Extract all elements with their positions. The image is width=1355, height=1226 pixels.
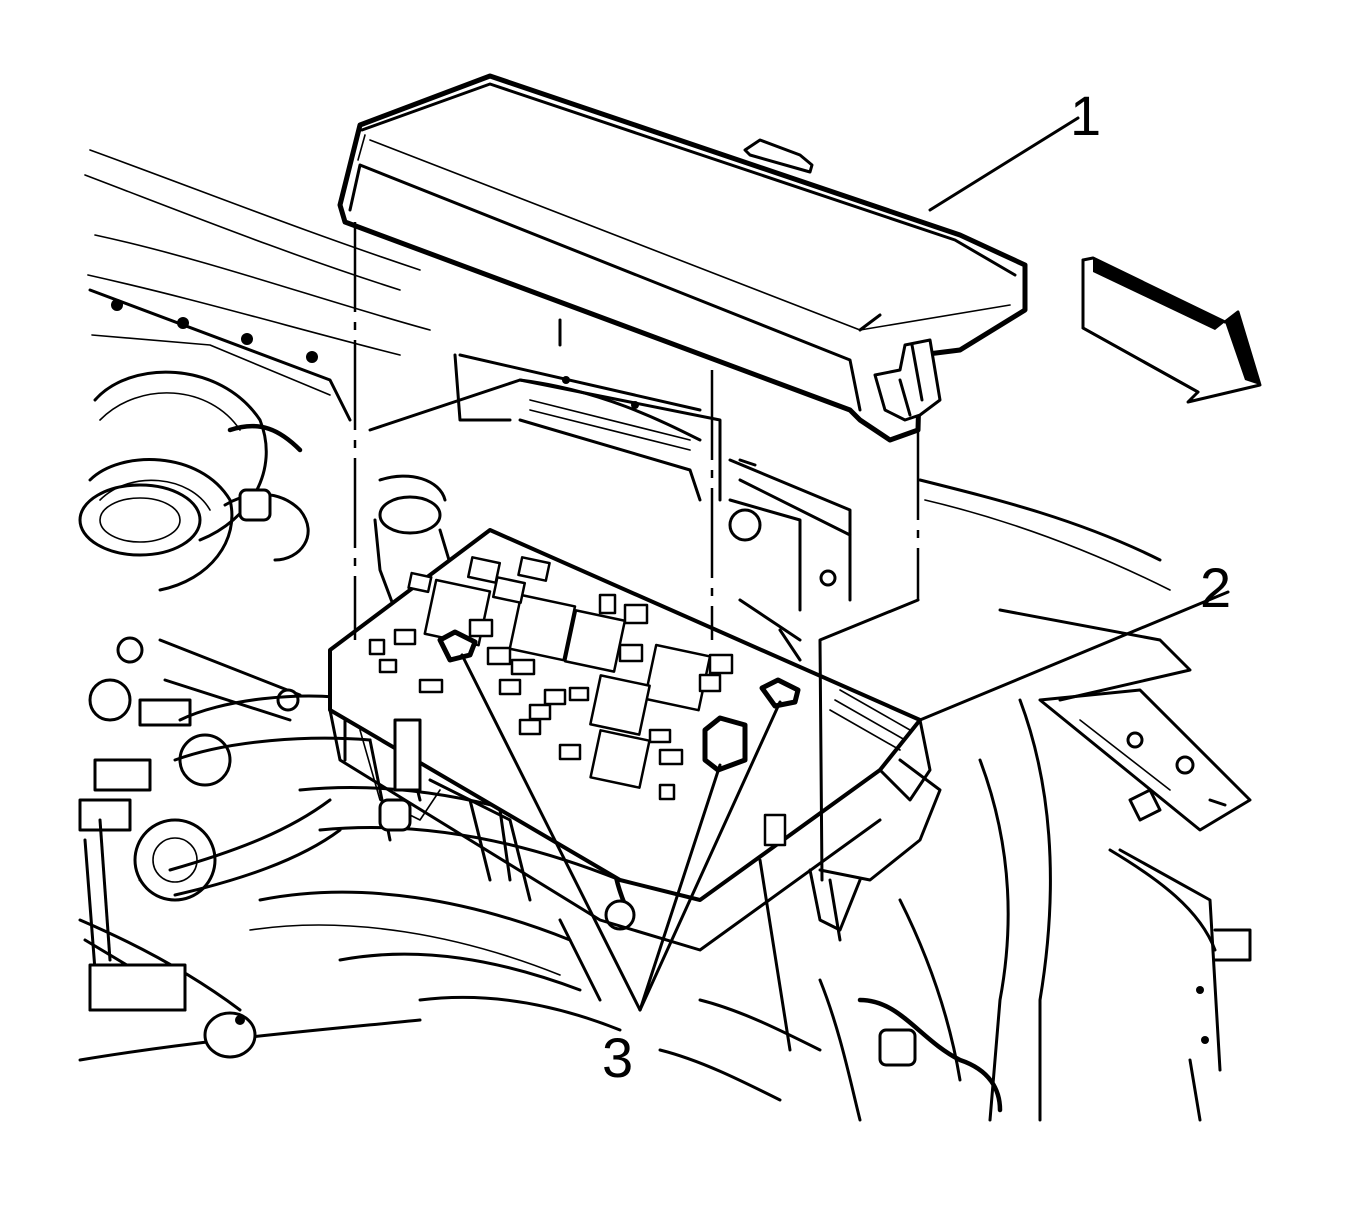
callout-3: 3 xyxy=(602,1026,634,1089)
fuse-block xyxy=(328,528,942,952)
forward-direction-arrow-icon xyxy=(1081,256,1262,404)
mounting-bracket-area xyxy=(368,318,852,662)
leader-2 xyxy=(918,590,1230,722)
fuse-block-cover xyxy=(337,73,1028,443)
engine-compartment-background xyxy=(78,149,1252,1122)
alignment-lines xyxy=(353,222,920,882)
leader-3a xyxy=(460,653,642,1012)
leader-3c xyxy=(638,700,782,1012)
callout-leaders xyxy=(460,116,1230,1012)
callout-2: 2 xyxy=(1200,556,1232,619)
leader-1 xyxy=(928,116,1080,212)
callout-1: 1 xyxy=(1070,84,1102,147)
leader-3b xyxy=(638,763,722,1012)
